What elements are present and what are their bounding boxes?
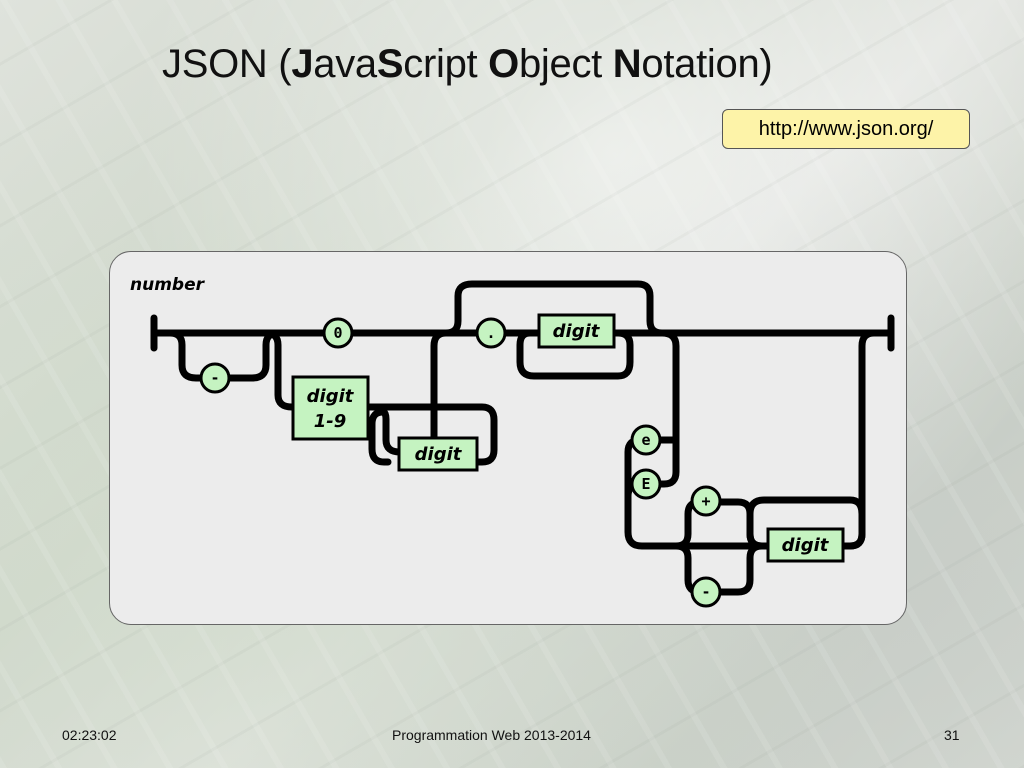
plus-node-label: +: [701, 492, 710, 510]
title-part: cript: [403, 42, 488, 86]
digit-1-9-label-line1: digit: [307, 386, 355, 407]
footer-course: Programmation Web 2013-2014: [392, 727, 591, 743]
title-part: O: [488, 42, 519, 86]
exponent-e-label: e: [641, 431, 650, 449]
json-org-link[interactable]: http://www.json.org/: [722, 109, 970, 149]
exp-minus-label: -: [701, 583, 710, 601]
frac-digit-label: digit: [553, 321, 601, 342]
int-digit-label: digit: [415, 444, 463, 465]
title-part: S: [377, 42, 403, 86]
title-part: bject: [519, 42, 613, 86]
railroad-diagram: number -: [110, 252, 908, 626]
title-part: otation): [641, 42, 772, 86]
slide-title: JSON (JavaScript Object Notation): [162, 42, 772, 87]
zero-node-label: 0: [333, 324, 342, 342]
exponent-drop-track: [658, 333, 676, 484]
exponent-return-track: [842, 333, 874, 546]
minus-node-label: -: [210, 369, 219, 387]
exponent-E-label: E: [641, 475, 650, 493]
dot-node-label: .: [486, 324, 495, 342]
digit-1-9-label-line2: 1-9: [314, 411, 347, 432]
title-part: N: [613, 42, 642, 86]
title-part: JSON (: [162, 42, 291, 86]
title-part: J: [291, 42, 313, 86]
int-return-track: [415, 333, 446, 452]
footer-page-number: 31: [944, 727, 960, 743]
number-syntax-diagram: number -: [109, 251, 907, 625]
exp-digit-label: digit: [782, 535, 830, 556]
title-part: ava: [313, 42, 377, 86]
diagram-label: number: [130, 275, 206, 295]
footer-time: 02:23:02: [62, 727, 117, 743]
